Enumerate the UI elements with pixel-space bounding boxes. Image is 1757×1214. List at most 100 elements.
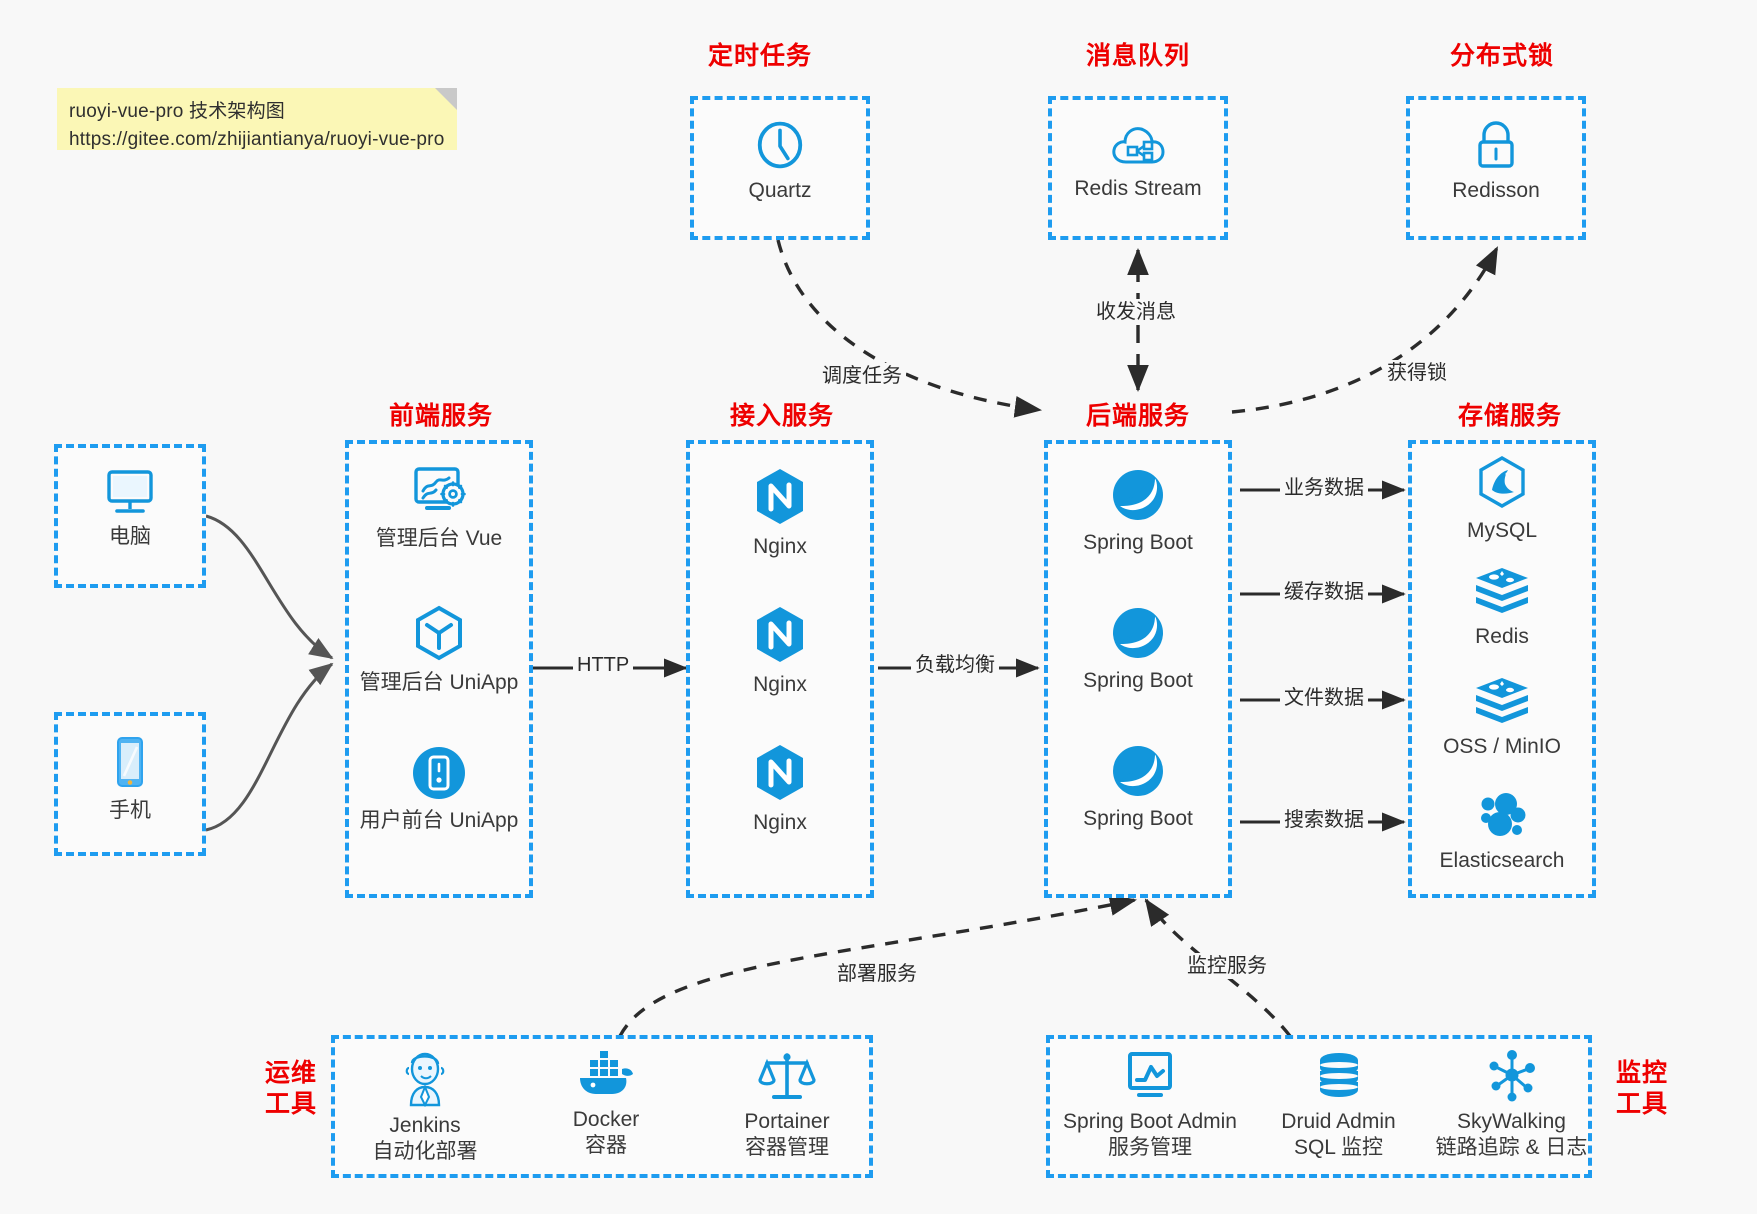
group-box-client-pc: 电脑 <box>54 444 206 588</box>
group-box-message-queue: Redis Stream <box>1048 96 1228 240</box>
spring-boot-icon <box>1048 604 1228 662</box>
group-box-monitoring: Spring Boot Admin 服务管理 <box>1046 1035 1592 1178</box>
edge-client-to-frontend <box>205 514 334 832</box>
node-sublabel: 容器管理 <box>745 1136 829 1160</box>
group-box-frontend: 管理后台 Vue 管理后台 UniApp <box>345 440 533 898</box>
group-box-storage: MySQL Redis <box>1408 440 1596 898</box>
node-label: 电脑 <box>109 525 151 548</box>
node-label: Portainer <box>744 1110 830 1133</box>
node-elasticsearch[interactable]: Elasticsearch <box>1412 788 1592 874</box>
node-redisson[interactable]: Redisson <box>1410 118 1582 204</box>
edge-label-file-data: 文件数据 <box>1280 685 1368 711</box>
cloud-stream-icon <box>1052 120 1224 170</box>
group-title-devops: 运维 工具 <box>255 1058 327 1119</box>
edge-label-http: HTTP <box>573 652 634 678</box>
group-title-monitoring-line1: 监控 <box>1615 1059 1668 1087</box>
node-user-uniapp[interactable]: 用户前台 UniApp <box>349 744 529 834</box>
node-portainer[interactable]: Portainer 容器管理 <box>697 1049 877 1162</box>
node-sublabel: SQL 监控 <box>1293 1136 1384 1160</box>
node-label: SkyWalking <box>1457 1110 1566 1133</box>
node-nginx-2[interactable]: Nginx <box>690 604 870 698</box>
node-spring-boot-1[interactable]: Spring Boot <box>1048 466 1228 556</box>
group-title-message-queue: 消息队列 <box>1085 42 1190 70</box>
node-label: MySQL <box>1466 519 1537 542</box>
node-label: Quartz <box>748 179 812 202</box>
spring-boot-icon <box>1048 466 1228 524</box>
edge-label-message: 收发消息 <box>1092 299 1180 325</box>
group-title-monitoring: 监控 工具 <box>1606 1058 1678 1119</box>
node-label: 手机 <box>109 799 151 822</box>
node-label: Redis Stream <box>1074 177 1202 200</box>
portainer-icon <box>697 1049 877 1103</box>
note-line-1: ruoyi-vue-pro 技术架构图 <box>69 101 286 122</box>
group-box-backend: Spring Boot Spring Boot Spring Boot <box>1044 440 1232 898</box>
node-label: Jenkins <box>389 1114 461 1137</box>
node-label: Docker <box>572 1108 640 1131</box>
phone-icon <box>58 734 202 792</box>
group-box-devops: Jenkins 自动化部署 Docker <box>331 1035 873 1178</box>
node-oss-minio[interactable]: OSS / MinIO <box>1412 676 1592 760</box>
group-title-devops-line1: 运维 <box>264 1059 317 1087</box>
sticky-note: ruoyi-vue-pro 技术架构图 https://gitee.com/zh… <box>57 88 457 150</box>
node-redis-stream[interactable]: Redis Stream <box>1052 120 1224 202</box>
edge-label-schedule-task: 调度任务 <box>818 363 906 389</box>
node-label: Spring Boot <box>1083 531 1193 554</box>
node-label: Spring Boot <box>1083 669 1193 692</box>
node-sublabel: 自动化部署 <box>372 1140 478 1164</box>
node-spring-boot-3[interactable]: Spring Boot <box>1048 742 1228 832</box>
node-label: 管理后台 UniApp <box>359 671 519 694</box>
node-sublabel: 服务管理 <box>1108 1136 1192 1160</box>
group-title-frontend: 前端服务 <box>388 402 493 430</box>
redis-icon <box>1412 566 1592 618</box>
note-line-2: https://gitee.com/zhijiantianya/ruoyi-vu… <box>69 128 445 150</box>
edge-label-cache-data: 缓存数据 <box>1280 579 1368 605</box>
group-title-scheduled-task: 定时任务 <box>707 42 812 70</box>
node-label: Spring Boot Admin <box>1063 1110 1237 1133</box>
node-admin-uniapp[interactable]: 管理后台 UniApp <box>349 604 529 696</box>
edge-label-search-data: 搜索数据 <box>1280 807 1368 833</box>
monitor-icon <box>58 466 202 518</box>
nginx-icon <box>690 466 870 528</box>
spring-boot-icon <box>1048 742 1228 800</box>
node-jenkins[interactable]: Jenkins 自动化部署 <box>335 1049 515 1166</box>
node-docker[interactable]: Docker 容器 <box>516 1049 696 1160</box>
edge-label-load-balance: 负载均衡 <box>911 652 999 678</box>
edge-label-deploy-service: 部署服务 <box>833 961 921 987</box>
edge-label-monitor-service: 监控服务 <box>1183 953 1271 979</box>
edge-label-business-data: 业务数据 <box>1280 475 1368 501</box>
node-nginx-1[interactable]: Nginx <box>690 466 870 560</box>
node-redis[interactable]: Redis <box>1412 566 1592 650</box>
node-spring-boot-admin[interactable]: Spring Boot Admin 服务管理 <box>1050 1049 1250 1162</box>
group-title-gateway: 接入服务 <box>729 402 834 430</box>
uniapp-icon <box>349 604 529 664</box>
group-title-backend: 后端服务 <box>1085 402 1190 430</box>
node-label: Redisson <box>1452 179 1540 202</box>
edge-label-acquire-lock: 获得锁 <box>1383 360 1451 386</box>
chart-monitor-icon <box>1050 1049 1250 1103</box>
node-sublabel: 容器 <box>585 1134 627 1158</box>
group-box-gateway: Nginx Nginx Nginx <box>686 440 874 898</box>
node-quartz[interactable]: Quartz <box>694 118 866 204</box>
node-label: Spring Boot <box>1083 807 1193 830</box>
edge-acquire-lock-line <box>1231 246 1499 414</box>
clock-icon <box>694 118 866 172</box>
node-label: Nginx <box>753 535 807 558</box>
elasticsearch-icon <box>1412 788 1592 842</box>
node-admin-vue[interactable]: 管理后台 Vue <box>349 464 529 552</box>
node-spring-boot-2[interactable]: Spring Boot <box>1048 604 1228 694</box>
node-skywalking[interactable]: SkyWalking 链路追踪 & 日志 <box>1427 1049 1596 1162</box>
group-title-devops-line2: 工具 <box>264 1089 317 1118</box>
node-label: Redis <box>1475 625 1529 648</box>
lock-icon <box>1410 118 1582 172</box>
node-phone[interactable]: 手机 <box>58 734 202 824</box>
node-mysql[interactable]: MySQL <box>1412 454 1592 544</box>
node-nginx-3[interactable]: Nginx <box>690 742 870 836</box>
docker-icon <box>516 1049 696 1101</box>
group-box-scheduled-task: Quartz <box>690 96 870 240</box>
node-pc[interactable]: 电脑 <box>58 466 202 550</box>
database-icon <box>1251 1049 1426 1103</box>
node-druid-admin[interactable]: Druid Admin SQL 监控 <box>1251 1049 1426 1162</box>
node-label: Nginx <box>753 811 807 834</box>
note-fold-corner <box>435 88 457 110</box>
